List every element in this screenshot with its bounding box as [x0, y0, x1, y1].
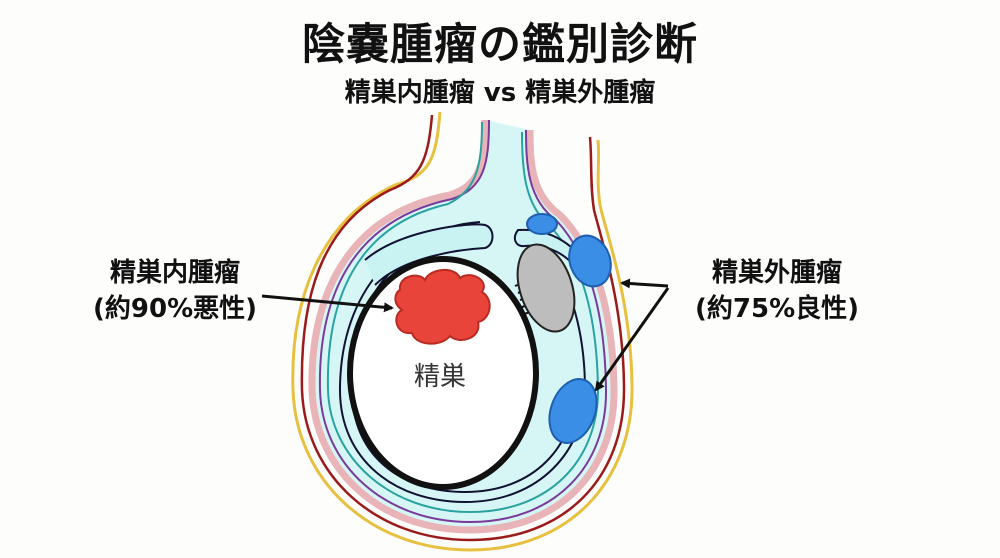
fascia-layer [318, 119, 608, 524]
visceral-tunica [350, 239, 576, 494]
extratesticular-tumor-lower [548, 378, 598, 444]
intratesticular-label: 精巣内腫瘤 (約90%悪性) [70, 255, 280, 327]
upper-fold-right [513, 228, 592, 282]
skin-layer [291, 111, 634, 552]
extratesticular-tumor-small [526, 213, 558, 235]
intratesticular-note: (約90%悪性) [93, 294, 257, 324]
testis-label: 精巣 [413, 362, 466, 392]
page-subtitle: 精巣内腫瘤 vs 精巣外腫瘤 [344, 78, 656, 108]
parietal-tunica [338, 221, 587, 504]
intratesticular-name: 精巣内腫瘤 [109, 258, 240, 288]
page-title: 陰嚢腫瘤の鑑別診断 [302, 20, 698, 70]
dartos-layer [300, 114, 626, 542]
epididymis [516, 243, 576, 333]
intratesticular-tumor [394, 269, 491, 345]
extratesticular-note: (約75%良性) [695, 294, 859, 324]
arrow-intratesticular [261, 294, 394, 313]
arrow-extratesticular-lower [594, 287, 670, 392]
extratesticular-label: 精巣外腫瘤 (約75%良性) [672, 255, 882, 327]
extratesticular-tumor-upper [568, 234, 612, 288]
extratesticular-name: 精巣外腫瘤 [711, 258, 842, 288]
arrow-extratesticular-upper [620, 278, 669, 289]
